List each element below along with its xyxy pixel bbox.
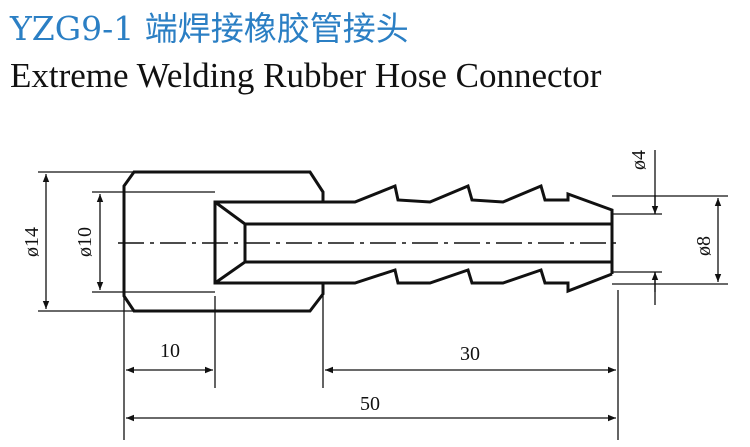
label-bore-diameter: ø10 [74, 227, 96, 257]
label-hole-diameter: ø4 [628, 150, 650, 170]
dimension-lines [42, 174, 722, 422]
extension-lines [38, 150, 728, 440]
label-outer-diameter: ø14 [21, 227, 43, 257]
barb-top-profile [323, 183, 614, 274]
hex-body [122, 170, 325, 313]
label-hex-length: 10 [160, 340, 180, 362]
label-total-length: 50 [360, 393, 380, 415]
barb-bottom-profile [323, 268, 613, 294]
label-barb-length: 30 [460, 343, 480, 365]
label-barb-diameter: ø8 [693, 236, 715, 256]
title-chinese: YZG9-1 端焊接橡胶管接头 [10, 9, 409, 48]
title-english: Extreme Welding Rubber Hose Connector [10, 56, 602, 95]
part-outline [122, 170, 614, 313]
